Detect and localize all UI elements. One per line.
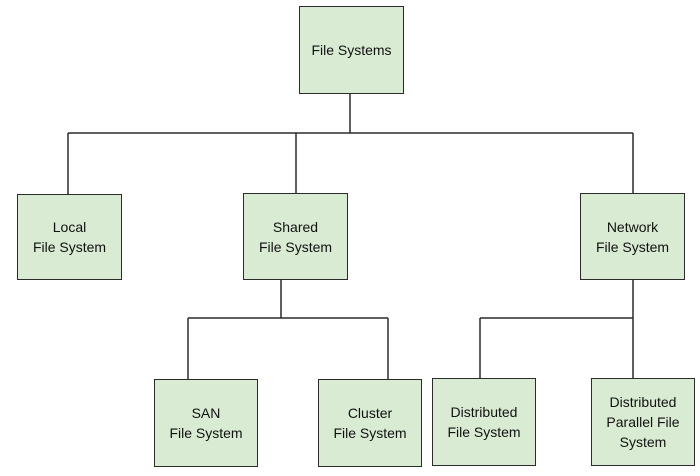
- node-shared-file-system: Shared File System: [243, 193, 348, 280]
- node-distributed-parallel-file-system: Distributed Parallel File System: [591, 378, 695, 466]
- node-label: Distributed Parallel File System: [606, 394, 680, 450]
- node-label: File Systems: [311, 42, 392, 58]
- node-distributed-file-system: Distributed File System: [432, 378, 536, 466]
- node-label: Shared File System: [258, 218, 333, 255]
- node-label: Distributed File System: [447, 404, 521, 440]
- node-local-file-system: Local File System: [17, 194, 122, 280]
- node-file-systems: File Systems: [299, 6, 404, 94]
- node-san-file-system: SAN File System: [154, 379, 258, 467]
- node-cluster-file-system: Cluster File System: [318, 379, 422, 467]
- node-label: Network File System: [595, 218, 670, 255]
- node-label: Cluster File System: [333, 405, 407, 441]
- node-label: Local File System: [32, 219, 107, 255]
- node-label: SAN File System: [169, 405, 243, 441]
- node-network-file-system: Network File System: [580, 193, 685, 280]
